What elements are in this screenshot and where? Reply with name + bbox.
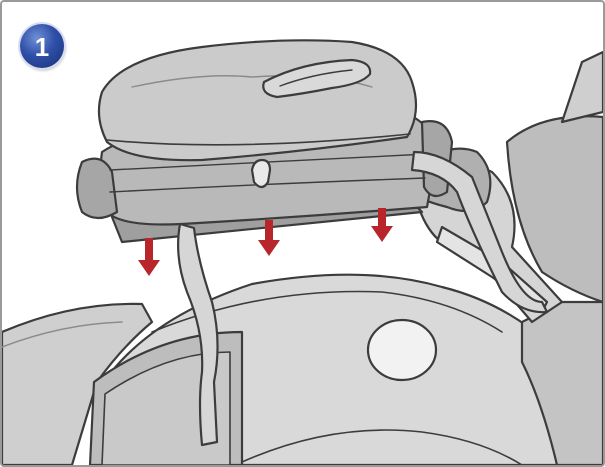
fuel-cap-icon	[368, 320, 436, 380]
down-arrow-icon	[138, 238, 160, 276]
buckle-icon	[252, 160, 270, 187]
step-number: 1	[35, 34, 49, 60]
step-number-badge: 1	[20, 24, 64, 68]
mirror-stalk	[562, 52, 603, 122]
